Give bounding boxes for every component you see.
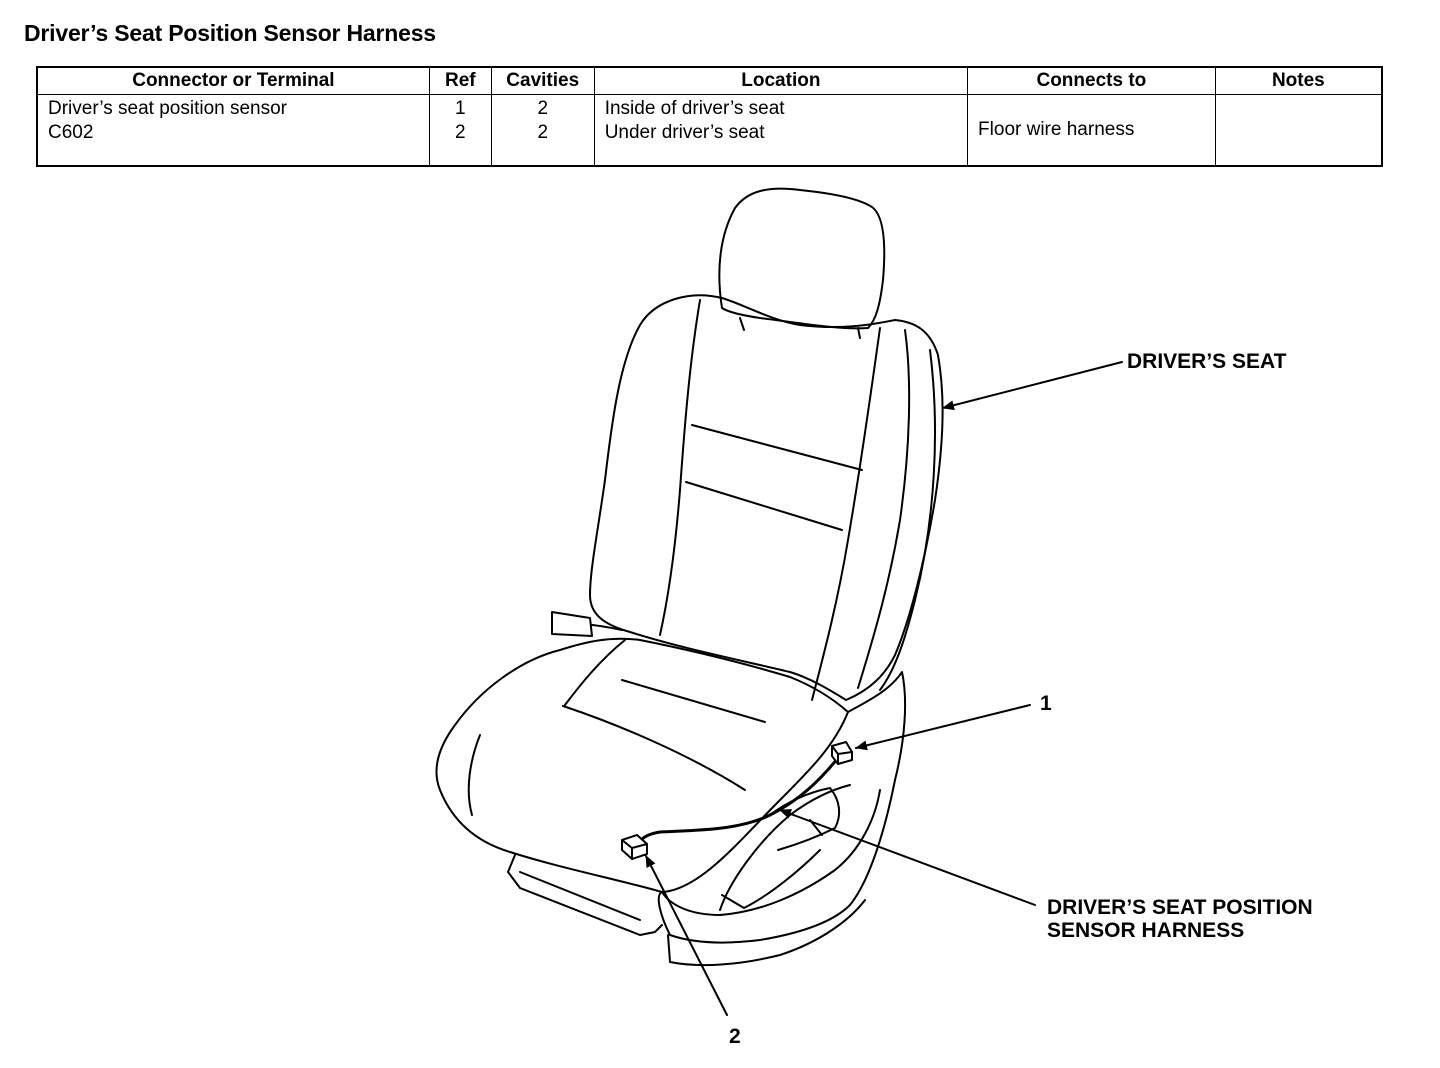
seat-side-trim — [657, 671, 907, 967]
ref-1: 1 — [455, 98, 466, 119]
headrest — [718, 187, 886, 339]
cell-connects-to: Floor wire harness — [967, 94, 1216, 166]
cavities-1: 2 — [537, 98, 549, 119]
cell-connector: Driver’s seat position sensor C602 — [36, 94, 430, 166]
cell-notes — [1214, 94, 1383, 166]
connector-name: Driver’s seat position sensor — [48, 98, 288, 119]
sensor-harness — [621, 741, 853, 860]
leader-ref-1 — [855, 704, 1031, 751]
header-connector: Connector or Terminal — [36, 66, 430, 95]
header-cavities: Cavities — [490, 66, 595, 95]
ref-2: 2 — [455, 122, 466, 143]
connector-c602-1 — [831, 741, 853, 765]
callout-harness: DRIVER’S SEAT POSITION SENSOR HARNESS — [1047, 896, 1313, 942]
location-1: Inside of driver’s seat — [604, 98, 785, 119]
leader-ref-2 — [645, 855, 728, 1016]
leader-harness — [779, 809, 1036, 906]
header-ref: Ref — [428, 66, 492, 95]
leader-lines — [645, 361, 1123, 1016]
connector-table: Connector or Terminal Ref Cavities Locat… — [36, 66, 1383, 167]
callout-ref-2: 2 — [729, 1025, 741, 1048]
callout-drivers-seat: DRIVER’S SEAT — [1127, 350, 1287, 373]
cell-location: Inside of driver’s seat Under driver’s s… — [593, 94, 969, 166]
connector-c602-2 — [621, 834, 648, 860]
table-header-row: Connector or Terminal Ref Cavities Locat… — [36, 66, 1383, 95]
cavities-2: 2 — [537, 122, 549, 143]
header-connects-to: Connects to — [967, 66, 1216, 95]
callout-ref-1: 1 — [1040, 692, 1052, 715]
page-title: Driver’s Seat Position Sensor Harness — [24, 20, 436, 46]
seat-belt-buckle — [551, 611, 623, 637]
seat-cushion — [435, 637, 849, 893]
seat-rail — [507, 854, 663, 936]
connector-id: C602 — [48, 122, 94, 143]
table-row: Driver’s seat position sensor C602 1 2 2… — [36, 94, 1383, 166]
cell-cavities: 2 2 — [490, 94, 595, 166]
callout-harness-line1: DRIVER’S SEAT POSITION — [1047, 896, 1313, 919]
location-2: Under driver’s seat — [604, 122, 765, 143]
callout-harness-line2: SENSOR HARNESS — [1047, 919, 1245, 942]
header-notes: Notes — [1214, 66, 1383, 95]
leader-drivers-seat — [942, 361, 1123, 411]
header-location: Location — [593, 66, 969, 95]
seat-back — [589, 294, 944, 701]
